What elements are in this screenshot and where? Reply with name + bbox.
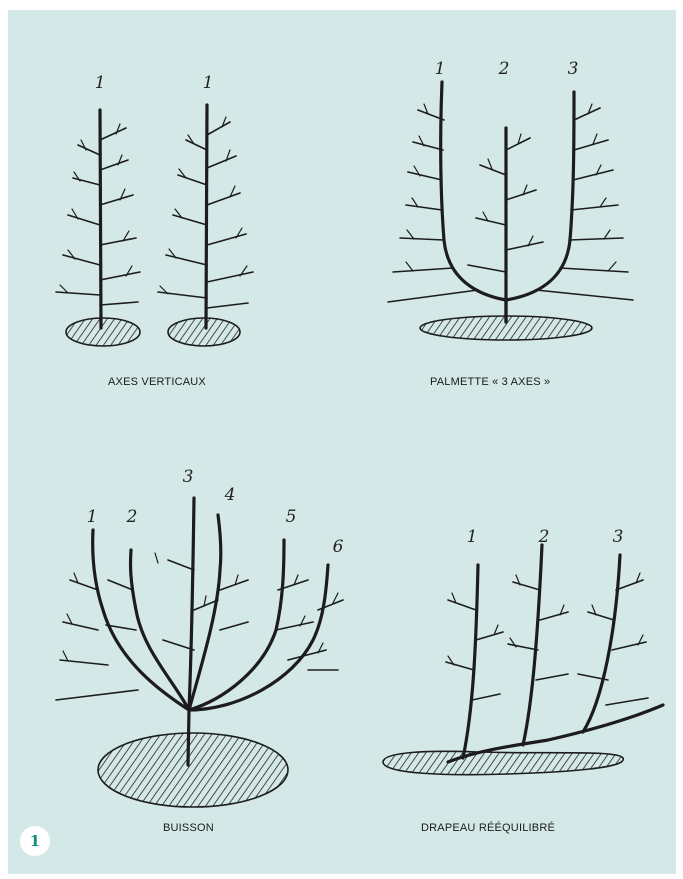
axis-number: 2 bbox=[498, 59, 510, 79]
tree-drapeau bbox=[446, 545, 663, 762]
panel-axes-verticaux: 1 1 bbox=[56, 73, 253, 346]
axis-number: 5 bbox=[286, 507, 297, 527]
tree-vertical-axis bbox=[56, 110, 140, 328]
axis-number: 1 bbox=[435, 59, 446, 79]
caption-palmette: PALMETTE « 3 AXES » bbox=[430, 376, 550, 388]
axis-number: 4 bbox=[224, 485, 236, 505]
axis-number: 3 bbox=[613, 527, 624, 547]
tree-buisson bbox=[56, 498, 343, 765]
figure-canvas: 1 1 1 2 3 1 2 bbox=[8, 10, 676, 874]
axis-number: 1 bbox=[95, 73, 106, 93]
axis-number: 1 bbox=[87, 507, 98, 527]
axis-number: 2 bbox=[538, 527, 550, 547]
axis-number: 6 bbox=[333, 537, 344, 557]
ground-mound bbox=[168, 318, 240, 346]
axis-number: 3 bbox=[568, 59, 579, 79]
tree-vertical-axis bbox=[158, 105, 253, 328]
ground-mound bbox=[98, 733, 288, 807]
caption-axes-verticaux: AXES VERTICAUX bbox=[108, 376, 206, 388]
panel-drapeau: 1 2 3 bbox=[383, 527, 663, 775]
panel-buisson: 1 2 3 4 5 6 bbox=[56, 467, 344, 807]
ground-mound bbox=[66, 318, 140, 346]
caption-drapeau: DRAPEAU RÉÉQUILIBRÉ bbox=[421, 822, 555, 834]
ground-mound bbox=[383, 751, 623, 774]
axis-number: 1 bbox=[203, 73, 214, 93]
tree-palmette bbox=[388, 82, 633, 322]
caption-buisson: BUISSON bbox=[163, 822, 214, 834]
figure-number-badge: 1 bbox=[20, 826, 50, 856]
axis-number: 2 bbox=[126, 507, 138, 527]
tree-training-diagram: 1 1 1 2 3 1 2 bbox=[8, 10, 676, 874]
panel-palmette: 1 2 3 bbox=[388, 59, 633, 340]
axis-number: 3 bbox=[183, 467, 194, 487]
axis-number: 1 bbox=[467, 527, 478, 547]
